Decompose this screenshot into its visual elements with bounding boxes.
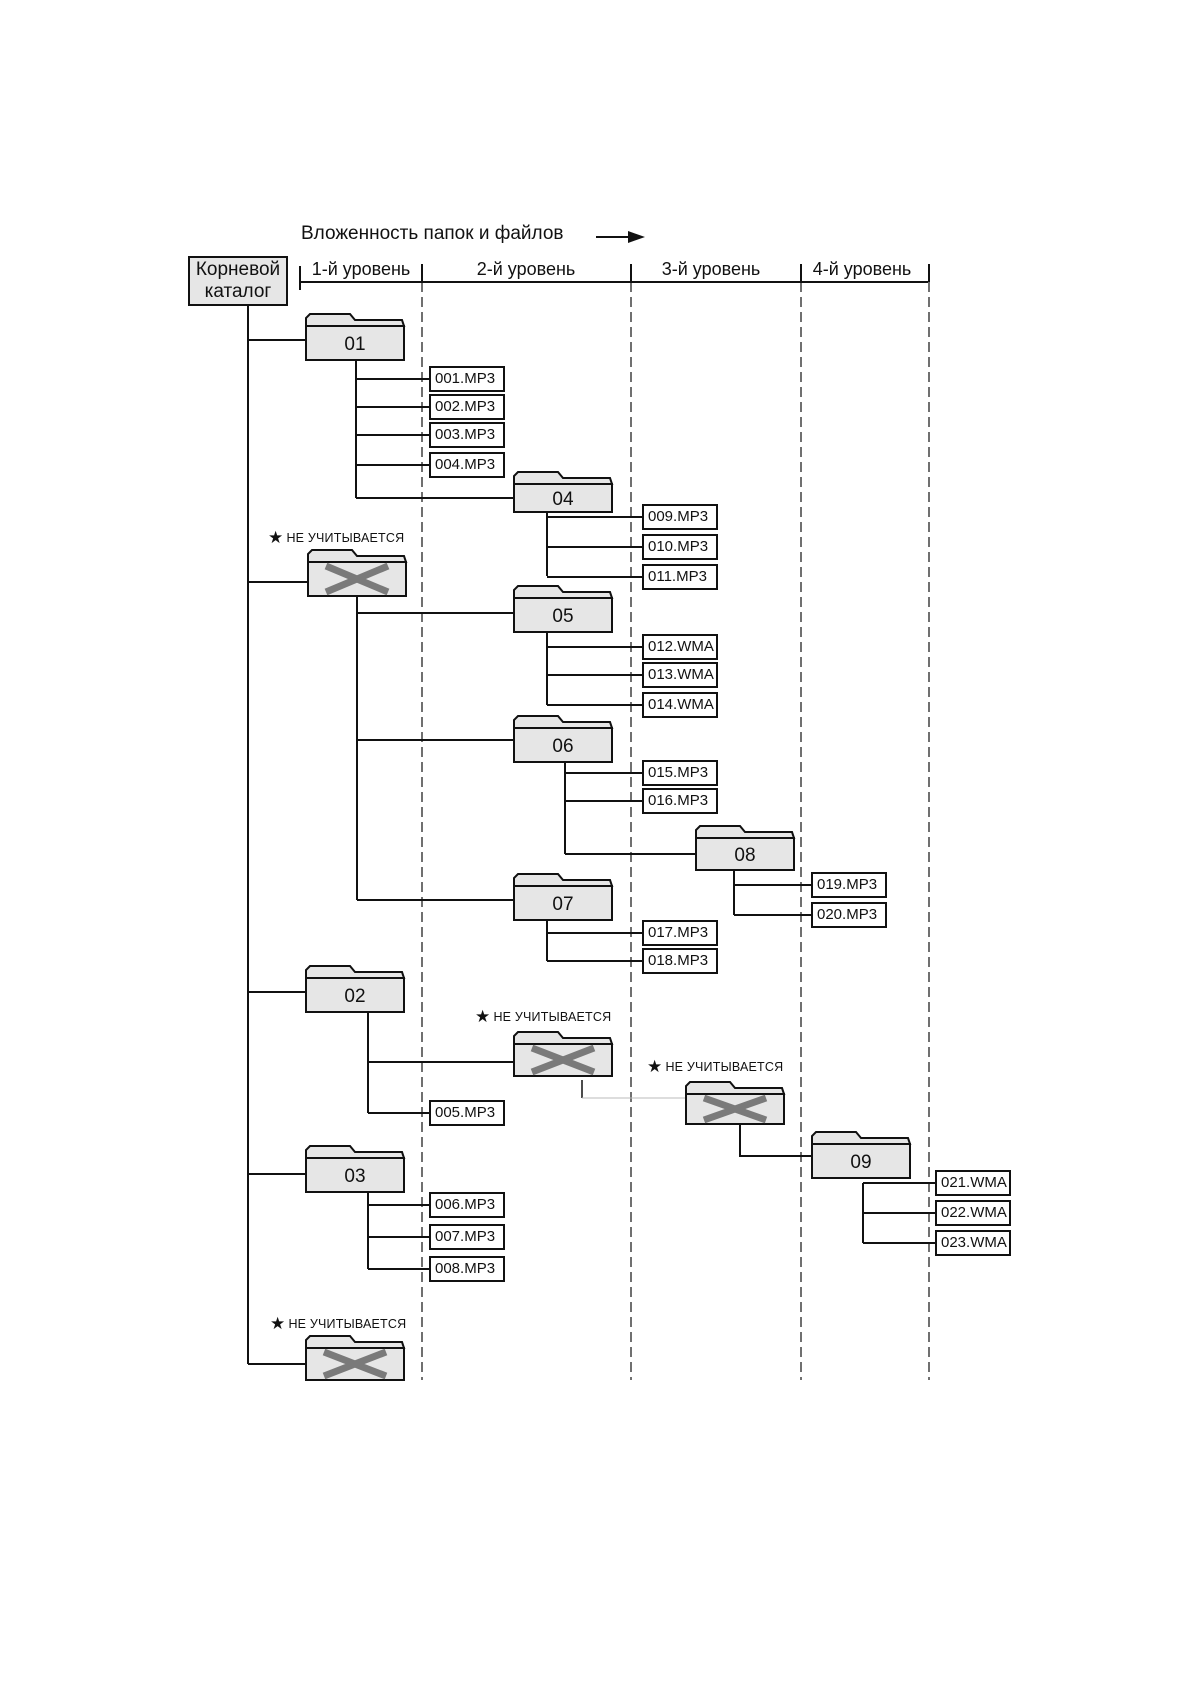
ignored-label: НЕ УЧИТЫВАЕТСЯ bbox=[286, 531, 405, 545]
ignored-note-4: ★НЕ УЧИТЫВАЕТСЯ bbox=[270, 1313, 406, 1333]
folder-07-body bbox=[513, 885, 613, 921]
folder-03-body bbox=[305, 1157, 405, 1193]
star-icon: ★ bbox=[270, 1314, 286, 1333]
file-011: 011.MP3 bbox=[642, 564, 718, 590]
folder-ignored-2-body bbox=[513, 1043, 613, 1077]
folder-08-tab bbox=[695, 825, 796, 839]
level-2-label: 2-й уровень bbox=[476, 259, 576, 279]
ignored-note-3: ★НЕ УЧИТЫВАЕТСЯ bbox=[647, 1056, 783, 1076]
file-010: 010.MP3 bbox=[642, 534, 718, 560]
root-label-line2: каталог bbox=[204, 281, 272, 302]
folder-01-label: 01 bbox=[344, 334, 365, 355]
level-4-label: 4-й уровень bbox=[812, 259, 912, 279]
arrow-icon bbox=[628, 231, 645, 243]
folder-02-tab bbox=[305, 965, 406, 979]
link-09 bbox=[739, 1124, 812, 1157]
file-023: 023.WMA bbox=[935, 1230, 1011, 1256]
ignored-label: НЕ УЧИТЫВАЕТСЯ bbox=[493, 1010, 612, 1024]
folder-ignored-1-tab bbox=[307, 549, 408, 563]
file-004: 004.MP3 bbox=[429, 452, 505, 478]
file-017: 017.MP3 bbox=[642, 920, 718, 946]
ignored-note-1: ★НЕ УЧИТЫВАЕТСЯ bbox=[268, 527, 404, 547]
file-003: 003.MP3 bbox=[429, 422, 505, 448]
file-019: 019.MP3 bbox=[811, 872, 887, 898]
folder-ignored-1-cross-icon bbox=[324, 562, 390, 596]
file-016: 016.MP3 bbox=[642, 788, 718, 814]
folder-02-label: 02 bbox=[344, 986, 365, 1007]
file-006: 006.MP3 bbox=[429, 1192, 505, 1218]
root-label-line1: Корневой bbox=[195, 259, 281, 280]
file-013: 013.WMA bbox=[642, 662, 718, 688]
ignored-label: НЕ УЧИТЫВАЕТСЯ bbox=[665, 1060, 784, 1074]
folder-07-tab bbox=[513, 873, 614, 887]
file-009: 009.MP3 bbox=[642, 504, 718, 530]
folder-ignored-3-cross-icon bbox=[702, 1094, 768, 1124]
folder-07-label: 07 bbox=[552, 894, 573, 915]
folder-ignored-4-tab bbox=[305, 1335, 406, 1349]
folder-08-body bbox=[695, 837, 795, 871]
file-005: 005.MP3 bbox=[429, 1100, 505, 1126]
folder-ignored-2-cross-icon bbox=[530, 1044, 596, 1076]
file-021: 021.WMA bbox=[935, 1170, 1011, 1196]
folder-09-label: 09 bbox=[850, 1152, 871, 1173]
folder-03-label: 03 bbox=[344, 1166, 365, 1187]
folder-ignored-2-tab bbox=[513, 1031, 614, 1045]
folder-ignored-4-cross-icon bbox=[322, 1348, 388, 1380]
folder-ignored-3-tab bbox=[685, 1081, 786, 1095]
star-icon: ★ bbox=[647, 1057, 663, 1076]
folder-04-body bbox=[513, 483, 613, 513]
file-002: 002.MP3 bbox=[429, 394, 505, 420]
folder-06-label: 06 bbox=[552, 736, 573, 757]
folder-05-tab bbox=[513, 585, 614, 599]
ignored-note-2: ★НЕ УЧИТЫВАЕТСЯ bbox=[475, 1006, 611, 1026]
folder-06-tab bbox=[513, 715, 614, 729]
folder-08-label: 08 bbox=[734, 845, 755, 866]
folder-06-body bbox=[513, 727, 613, 763]
star-icon: ★ bbox=[268, 528, 284, 547]
folder-05-body bbox=[513, 597, 613, 633]
root-directory: Корневой каталог bbox=[188, 256, 288, 306]
folder-04-label: 04 bbox=[552, 489, 574, 510]
level-1-label: 1-й уровень bbox=[311, 259, 411, 279]
nesting-title: Вложенность папок и файлов bbox=[301, 223, 564, 244]
folder-02-body bbox=[305, 977, 405, 1013]
file-022: 022.WMA bbox=[935, 1200, 1011, 1226]
ignored-label: НЕ УЧИТЫВАЕТСЯ bbox=[288, 1317, 407, 1331]
folder-09-body bbox=[811, 1143, 911, 1179]
file-020: 020.MP3 bbox=[811, 902, 887, 928]
folder-01-body bbox=[305, 325, 405, 361]
folder-03-tab bbox=[305, 1145, 406, 1159]
star-icon: ★ bbox=[475, 1007, 491, 1026]
folder-09-tab bbox=[811, 1131, 912, 1145]
file-018: 018.MP3 bbox=[642, 948, 718, 974]
folder-01-tab bbox=[305, 313, 406, 327]
file-015: 015.MP3 bbox=[642, 760, 718, 786]
file-014: 014.WMA bbox=[642, 692, 718, 718]
folder-04-tab bbox=[513, 471, 614, 485]
folder-05-label: 05 bbox=[552, 606, 573, 627]
level-3-label: 3-й уровень bbox=[661, 259, 761, 279]
file-007: 007.MP3 bbox=[429, 1224, 505, 1250]
file-008: 008.MP3 bbox=[429, 1256, 505, 1282]
file-001: 001.MP3 bbox=[429, 366, 505, 392]
file-012: 012.WMA bbox=[642, 634, 718, 660]
